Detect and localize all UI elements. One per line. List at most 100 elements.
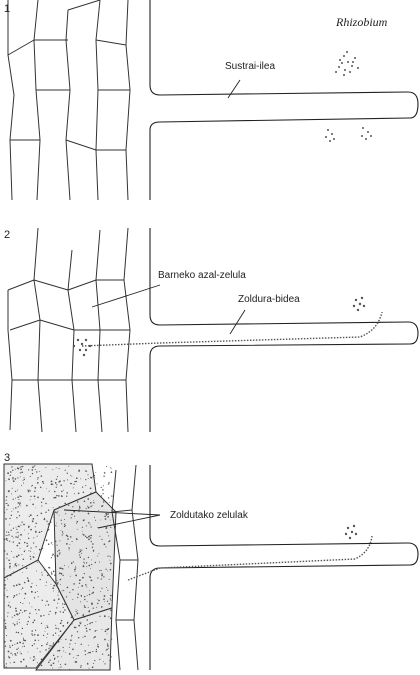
stipple-dot — [71, 475, 73, 477]
stipple-dot — [36, 662, 39, 664]
stipple-dot — [81, 585, 84, 587]
stipple-dot — [29, 657, 31, 659]
stipple-dot — [100, 486, 102, 488]
stipple-dot — [66, 495, 68, 497]
stipple-dot — [58, 668, 60, 671]
stipple-dot — [88, 575, 90, 577]
stipple-dot — [27, 490, 30, 493]
stipple-dot — [27, 537, 30, 540]
panel-3-number: 3 — [4, 452, 10, 464]
stipple-dot — [64, 663, 67, 666]
stipple-dot — [28, 489, 30, 491]
stipple-dot — [40, 615, 42, 617]
stipple-dot — [38, 639, 40, 641]
stipple-dot — [46, 637, 48, 639]
stipple-dot — [57, 581, 59, 584]
stipple-dot — [81, 552, 83, 554]
stipple-dot — [82, 636, 84, 638]
stipple-dot — [69, 482, 71, 485]
stipple-dot — [50, 664, 53, 667]
stipple-dot — [32, 621, 35, 624]
stipple-dot — [97, 643, 99, 645]
stipple-dot — [100, 590, 101, 592]
stipple-dot — [28, 550, 30, 552]
stipple-dot — [83, 500, 86, 502]
stipple-dot — [102, 489, 104, 491]
stipple-dot — [111, 495, 113, 497]
stipple-dot — [39, 471, 41, 473]
stipple-dot — [78, 469, 81, 472]
stipple-dot — [9, 517, 11, 520]
stipple-dot — [48, 647, 50, 650]
stipple-dot — [23, 550, 26, 553]
stipple-dot — [16, 517, 18, 519]
stipple-dot — [34, 591, 36, 594]
stipple-dot — [99, 570, 100, 572]
stipple-dot — [23, 541, 26, 544]
stipple-dot — [57, 602, 59, 604]
stipple-dot — [88, 564, 91, 567]
stipple-dot — [46, 487, 48, 489]
stipple-dot — [32, 659, 35, 661]
stipple-dot — [98, 553, 100, 555]
stipple-dot — [94, 561, 97, 564]
stipple-dot — [87, 606, 89, 608]
stipple-dot — [9, 639, 12, 642]
stipple-dot — [38, 548, 41, 551]
stipple-dot — [62, 646, 64, 649]
stipple-dot — [64, 509, 67, 511]
stipple-dot — [111, 468, 113, 470]
stipple-dot — [71, 513, 73, 516]
stipple-dot — [48, 661, 50, 664]
stipple-dot — [91, 563, 93, 566]
stipple-dot — [48, 613, 50, 615]
stipple-dot — [6, 502, 8, 504]
stipple-dot — [3, 511, 6, 514]
stipple-dot — [74, 571, 76, 572]
stipple-dot — [87, 474, 89, 476]
stipple-dot — [53, 590, 55, 592]
stipple-dot — [100, 495, 103, 497]
stipple-dot — [95, 519, 97, 521]
stipple-dot — [9, 662, 11, 664]
stipple-dot — [9, 574, 12, 577]
stipple-dot — [20, 505, 22, 507]
stipple-dot — [59, 663, 62, 665]
stipple-dot — [55, 585, 57, 587]
stipple-dot — [55, 479, 57, 481]
stipple-dot — [43, 614, 45, 617]
stipple-dot — [18, 504, 21, 506]
stipple-dot — [87, 498, 90, 500]
stipple-dot — [4, 645, 7, 647]
stipple-dot — [14, 490, 17, 493]
stipple-dot — [8, 656, 11, 659]
stipple-dot — [60, 529, 62, 531]
stipple-dot — [110, 599, 112, 601]
stipple-dot — [6, 553, 8, 555]
stipple-dot — [66, 472, 68, 474]
stipple-dot — [5, 622, 7, 625]
stipple-dot — [61, 523, 63, 525]
stipple-dot — [57, 591, 59, 593]
stipple-dot — [41, 547, 44, 550]
stipple-dot — [30, 528, 32, 531]
stipple-dot — [52, 643, 54, 645]
stipple-dot — [70, 639, 72, 642]
stipple-dot — [36, 561, 38, 563]
stipple-dot — [56, 583, 59, 585]
stipple-dot — [72, 487, 74, 489]
stipple-dot — [35, 546, 37, 548]
stipple-dot — [18, 535, 20, 537]
panel-3-stipple-dots — [3, 465, 113, 671]
stipple-dot — [45, 649, 47, 651]
stipple-dot — [92, 475, 94, 478]
stipple-dot — [28, 515, 30, 517]
stipple-dot — [64, 469, 66, 471]
stipple-dot — [19, 547, 21, 549]
panel-2-root-hair — [149, 228, 419, 432]
stipple-dot — [33, 537, 35, 539]
stipple-dot — [57, 594, 59, 596]
stipple-dot — [61, 490, 63, 493]
stipple-dot — [18, 554, 20, 556]
stipple-dot — [32, 634, 34, 636]
